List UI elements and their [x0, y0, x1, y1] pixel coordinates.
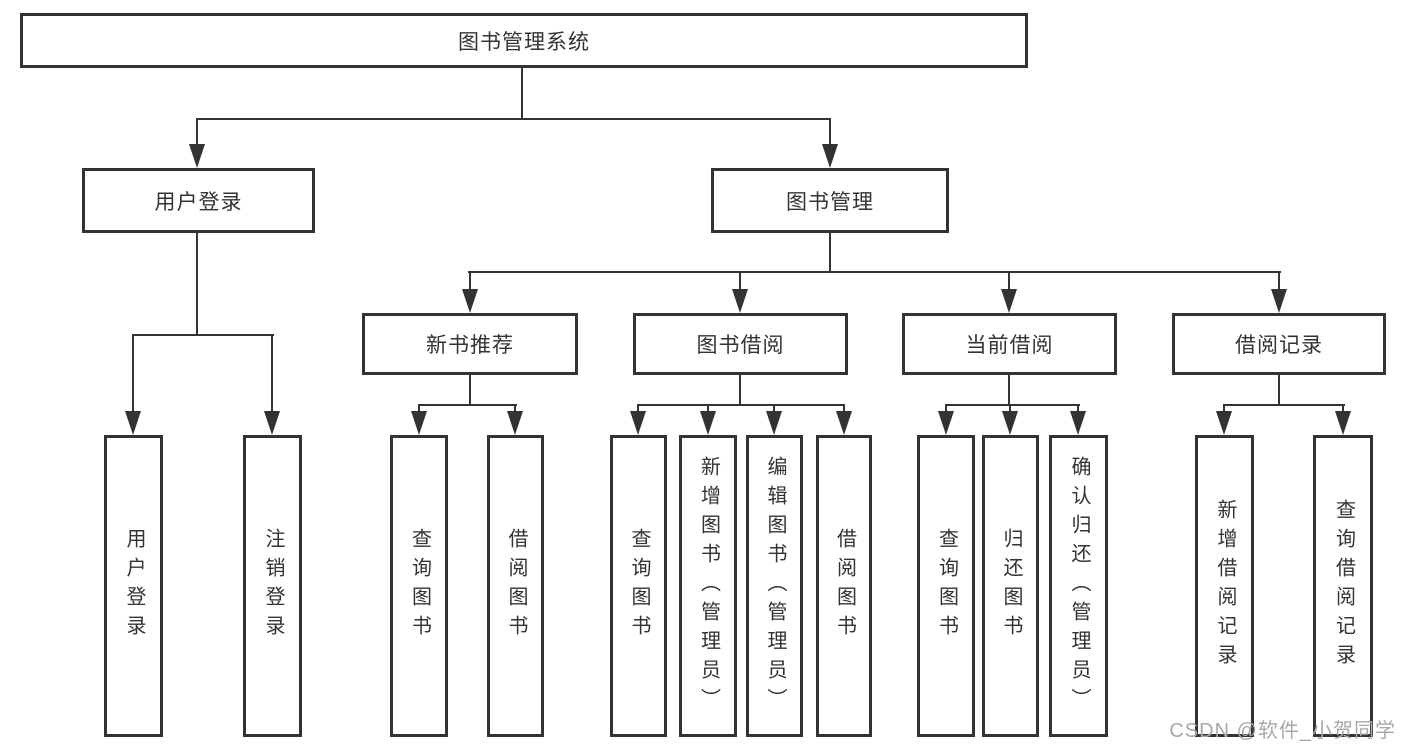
connector-line	[1008, 374, 1010, 406]
connector-line	[469, 374, 471, 406]
connector-line	[132, 334, 134, 413]
node-new-book-recommend-label: 新书推荐	[426, 334, 514, 357]
connector-line	[829, 232, 831, 273]
leaf-return-book: 归还图书	[982, 435, 1039, 737]
connector-line	[469, 271, 471, 293]
connector-line	[637, 404, 639, 413]
connector-line	[196, 118, 831, 120]
connector-line	[1009, 404, 1011, 413]
connector-line	[1223, 404, 1225, 413]
connector-line	[1008, 271, 1010, 293]
arrowhead-icon	[732, 289, 748, 313]
node-book-borrowing-label: 图书借阅	[696, 334, 785, 357]
arrowhead-icon	[1216, 411, 1232, 435]
leaf-query-borrow-record-label: 查询借阅记录	[1332, 499, 1355, 673]
csdn-watermark: CSDN @软件_小贺同学	[1169, 720, 1396, 742]
connector-line	[1342, 404, 1344, 413]
leaf-borrow-books-recommend-label: 借阅图书	[505, 528, 527, 644]
leaf-edit-book-admin: 编辑图书（管理员）	[746, 435, 803, 737]
leaf-logout: 注销登录	[243, 435, 302, 737]
connector-line	[514, 404, 516, 413]
leaf-query-books-current: 查询图书	[917, 435, 975, 737]
node-book-management: 图书管理	[711, 168, 949, 233]
leaf-logout-label: 注销登录	[262, 528, 284, 644]
connector-line	[945, 404, 947, 413]
node-root: 图书管理系统	[20, 13, 1028, 68]
leaf-add-borrow-record-label: 新增借阅记录	[1214, 499, 1236, 673]
leaf-add-borrow-record: 新增借阅记录	[1195, 435, 1254, 737]
arrowhead-icon	[189, 144, 205, 168]
arrowhead-icon	[766, 411, 782, 435]
leaf-query-books-borrowing-label: 查询图书	[628, 528, 650, 644]
connector-line	[418, 404, 517, 406]
node-root-label: 图书管理系统	[458, 30, 590, 54]
connector-line	[1278, 374, 1280, 406]
node-user-login-label: 用户登录	[154, 190, 243, 214]
leaf-add-book-admin: 新增图书（管理员）	[679, 435, 737, 737]
arrowhead-icon	[125, 411, 141, 435]
leaf-query-borrow-record: 查询借阅记录	[1313, 435, 1373, 737]
leaf-borrow-books-borrowing-label: 借阅图书	[833, 528, 856, 644]
node-current-borrowing-label: 当前借阅	[965, 334, 1054, 357]
leaf-edit-book-admin-label: 编辑图书（管理员）	[764, 455, 786, 717]
connector-line	[196, 118, 198, 146]
arrowhead-icon	[1271, 289, 1287, 313]
connector-line	[739, 374, 741, 406]
arrowhead-icon	[264, 411, 280, 435]
arrowhead-icon	[411, 411, 427, 435]
connector-line	[468, 271, 1281, 273]
arrowhead-icon	[938, 411, 954, 435]
connector-line	[271, 334, 273, 413]
node-book-management-label: 图书管理	[786, 190, 874, 214]
arrowhead-icon	[836, 411, 852, 435]
node-book-borrowing: 图书借阅	[633, 313, 848, 375]
node-user-login: 用户登录	[82, 168, 315, 233]
node-borrow-records: 借阅记录	[1172, 313, 1386, 375]
arrowhead-icon	[700, 411, 716, 435]
connector-line	[637, 404, 845, 406]
leaf-query-books-borrowing: 查询图书	[610, 435, 667, 737]
connector-line	[707, 404, 709, 413]
arrowhead-icon	[1335, 411, 1351, 435]
leaf-borrow-books-recommend: 借阅图书	[487, 435, 544, 737]
connector-line	[829, 118, 831, 146]
arrowhead-icon	[630, 411, 646, 435]
leaf-confirm-return-admin: 确认归还（管理员）	[1049, 435, 1108, 737]
connector-line	[1223, 404, 1345, 406]
connector-line	[196, 232, 198, 336]
leaf-query-books-recommend-label: 查询图书	[408, 528, 431, 644]
node-new-book-recommend: 新书推荐	[362, 313, 578, 375]
connector-line	[1278, 271, 1280, 293]
connector-line	[418, 404, 420, 413]
leaf-add-book-admin-label: 新增图书（管理员）	[697, 455, 720, 717]
arrowhead-icon	[1070, 411, 1086, 435]
arrowhead-icon	[1002, 411, 1018, 435]
leaf-user-login-label: 用户登录	[123, 528, 145, 644]
arrowhead-icon	[822, 144, 838, 168]
connector-line	[773, 404, 775, 413]
connector-line	[1077, 404, 1079, 413]
arrowhead-icon	[462, 289, 478, 313]
node-borrow-records-label: 借阅记录	[1235, 334, 1323, 357]
arrowhead-icon	[507, 411, 523, 435]
node-current-borrowing: 当前借阅	[902, 313, 1117, 375]
connector-line	[945, 404, 1080, 406]
leaf-confirm-return-admin-label: 确认归还（管理员）	[1068, 455, 1090, 717]
leaf-query-books-current-label: 查询图书	[935, 528, 958, 644]
arrowhead-icon	[1001, 289, 1017, 313]
leaf-query-books-recommend: 查询图书	[390, 435, 448, 737]
leaf-user-login: 用户登录	[104, 435, 163, 737]
connector-line	[521, 67, 523, 120]
connector-line	[739, 271, 741, 293]
leaf-return-book-label: 归还图书	[1000, 528, 1022, 644]
connector-line	[132, 334, 274, 336]
leaf-borrow-books-borrowing: 借阅图书	[816, 435, 872, 737]
connector-line	[843, 404, 845, 413]
